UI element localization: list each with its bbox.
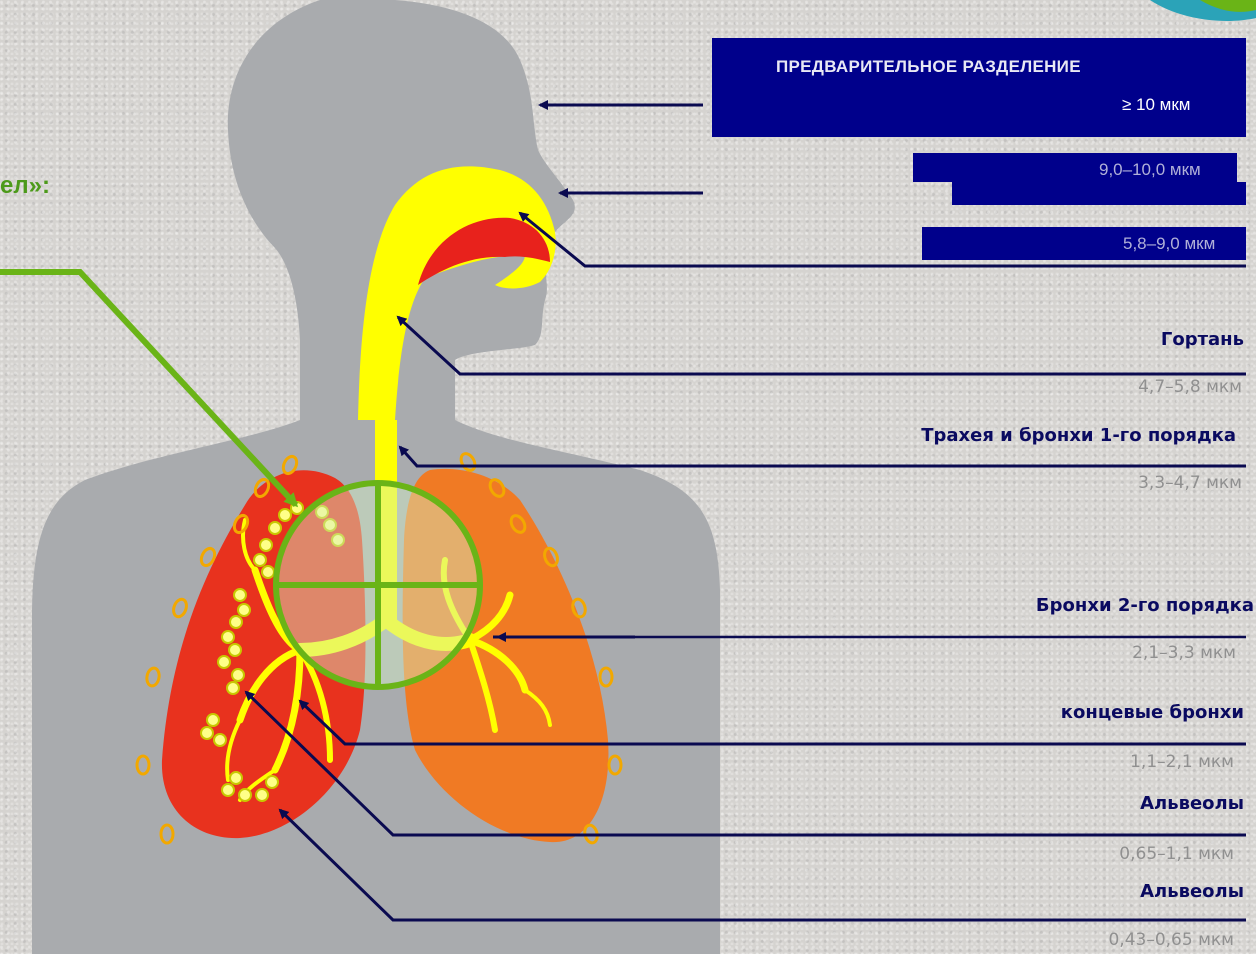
size-alveoli-2: 0,43–0,65 мкм <box>1108 930 1234 950</box>
size-2: 9,0–10,0 мкм <box>1099 160 1201 180</box>
size-bronchi-2: 2,1–3,3 мкм <box>1132 643 1236 663</box>
label-bronchi-2: Бронхи 2-го порядка <box>1036 595 1254 616</box>
label-trachea: Трахея и бронхи 1-го порядка <box>921 425 1236 446</box>
separation-title: ПРЕДВАРИТЕЛЬНОЕ РАЗДЕЛЕНИЕ <box>776 57 1081 77</box>
separation-box <box>712 38 1246 137</box>
size-trachea: 3,3–4,7 мкм <box>1138 473 1242 493</box>
label-alveoli-1: Альвеолы <box>1140 793 1244 814</box>
size-alveoli-1: 0,65–1,1 мкм <box>1119 844 1234 864</box>
label-larynx: Гортань <box>1161 329 1244 350</box>
label-terminal-bronchi: концевые бронхи <box>1061 702 1244 723</box>
separation-size: ≥ 10 мкм <box>1122 95 1191 115</box>
partial-heading: ел»: <box>0 172 50 200</box>
size-3: 5,8–9,0 мкм <box>1123 234 1215 254</box>
size-larynx: 4,7–5,8 мкм <box>1138 377 1242 397</box>
label-alveoli-2: Альвеолы <box>1140 881 1244 902</box>
size-terminal-bronchi: 1,1–2,1 мкм <box>1130 752 1234 772</box>
